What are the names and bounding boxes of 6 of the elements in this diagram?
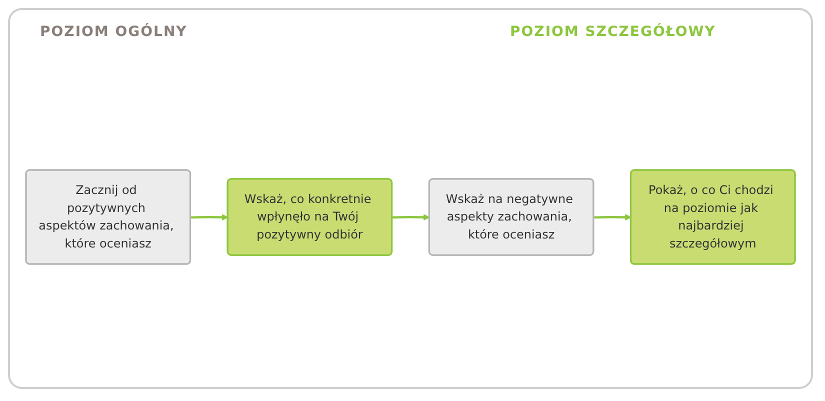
arrow (190, 214, 228, 222)
panel-background: POZIOM OGÓLNY POZIOM SZCZEGÓŁOWY Zacznij od pozytywnych aspektów zachowania, które oceniasz Wskaż, co konkretnie wpłynęło na Twój pozytywny odbiór Wskaż na negatywne aspekty zachowania, które oceniasz Pokaż, o co Ci chodzi na poziomie jak najbardziej szczegółowym (8, 8, 813, 389)
column-heading: POZIOM SZCZEGÓŁOWY (510, 24, 716, 40)
arrow (392, 214, 430, 222)
column-heading: POZIOM OGÓLNY (40, 24, 188, 40)
arrow (594, 214, 632, 222)
